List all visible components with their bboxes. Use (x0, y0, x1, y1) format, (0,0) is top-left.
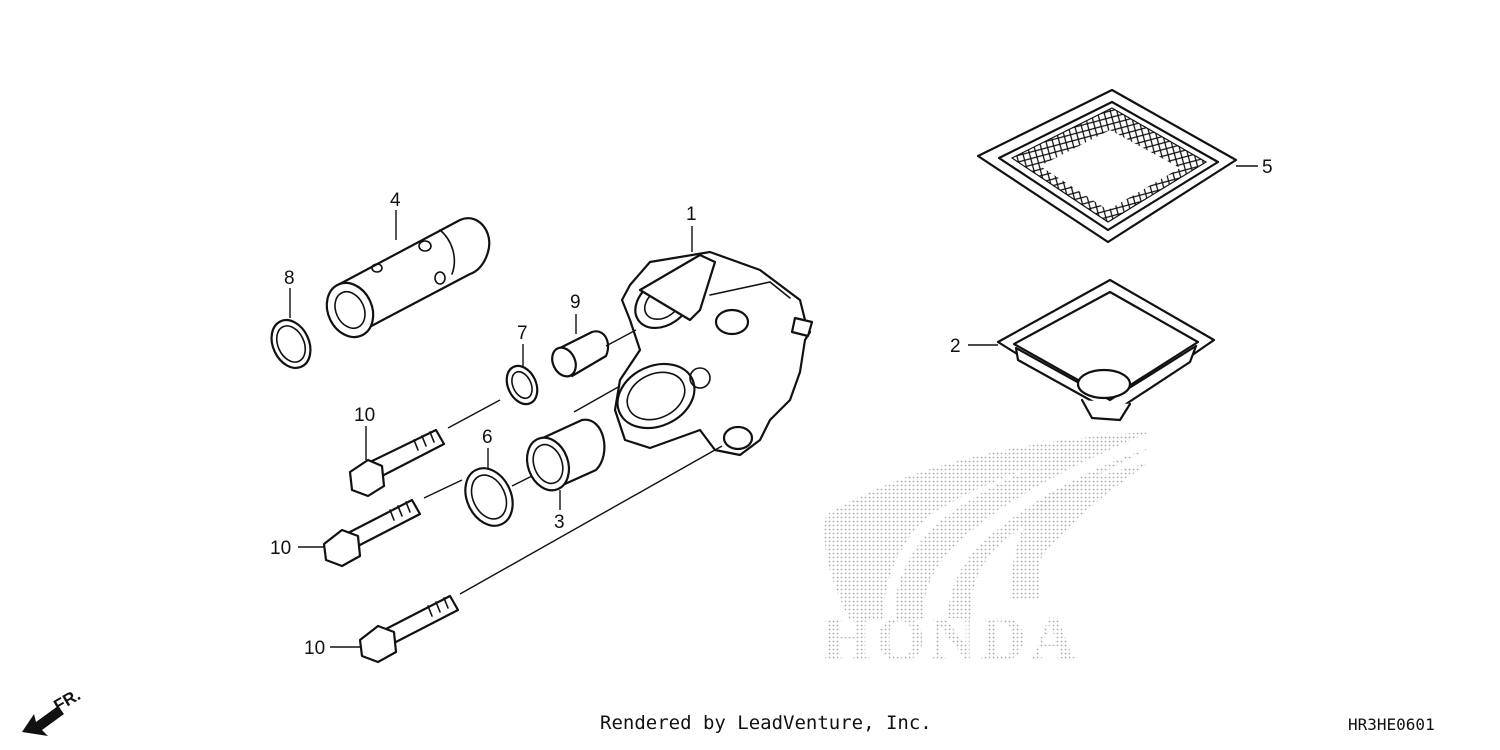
part-7-o-ring[interactable] (501, 361, 543, 409)
callout-1: 1 (686, 204, 697, 225)
honda-wing-logo: HONDA (822, 432, 1150, 674)
callout-4: 4 (390, 190, 401, 211)
callout-10-upper: 10 (354, 405, 375, 426)
front-direction-marker: FR. (22, 685, 84, 736)
callout-6: 6 (482, 427, 493, 448)
callout-9: 9 (570, 292, 581, 313)
part-10-bolt-lower[interactable] (358, 594, 460, 664)
callout-7: 7 (517, 323, 528, 344)
part-5-strainer-screen[interactable] (976, 88, 1238, 244)
front-arrow-icon (22, 706, 64, 736)
callout-10-middle: 10 (270, 538, 291, 559)
part-4-relief-valve[interactable] (318, 217, 491, 344)
part-8-o-ring[interactable] (264, 314, 318, 375)
callout-8: 8 (284, 268, 295, 289)
callout-3: 3 (554, 512, 565, 533)
callout-leaders (289, 165, 1258, 648)
callout-labels: 1 4 8 9 7 10 6 3 10 10 2 5 (270, 157, 1273, 659)
callout-10-lower: 10 (304, 638, 325, 659)
render-credit: Rendered by LeadVenture, Inc. (600, 712, 932, 734)
honda-watermark-text: HONDA (822, 603, 1080, 674)
part-10-bolt-upper[interactable] (348, 428, 446, 498)
callout-5: 5 (1262, 157, 1273, 178)
part-6-o-ring[interactable] (456, 461, 521, 534)
part-1-oil-pump-body[interactable] (607, 250, 814, 457)
part-3-collar[interactable] (520, 418, 606, 497)
part-10-bolt-middle[interactable] (322, 498, 422, 568)
callout-2: 2 (950, 336, 961, 357)
part-9-dowel-pin[interactable] (548, 330, 610, 380)
diagram-code: HR3HE0601 (1348, 715, 1435, 734)
assembly-lines (423, 329, 723, 595)
part-2-oil-strainer[interactable] (996, 278, 1216, 422)
